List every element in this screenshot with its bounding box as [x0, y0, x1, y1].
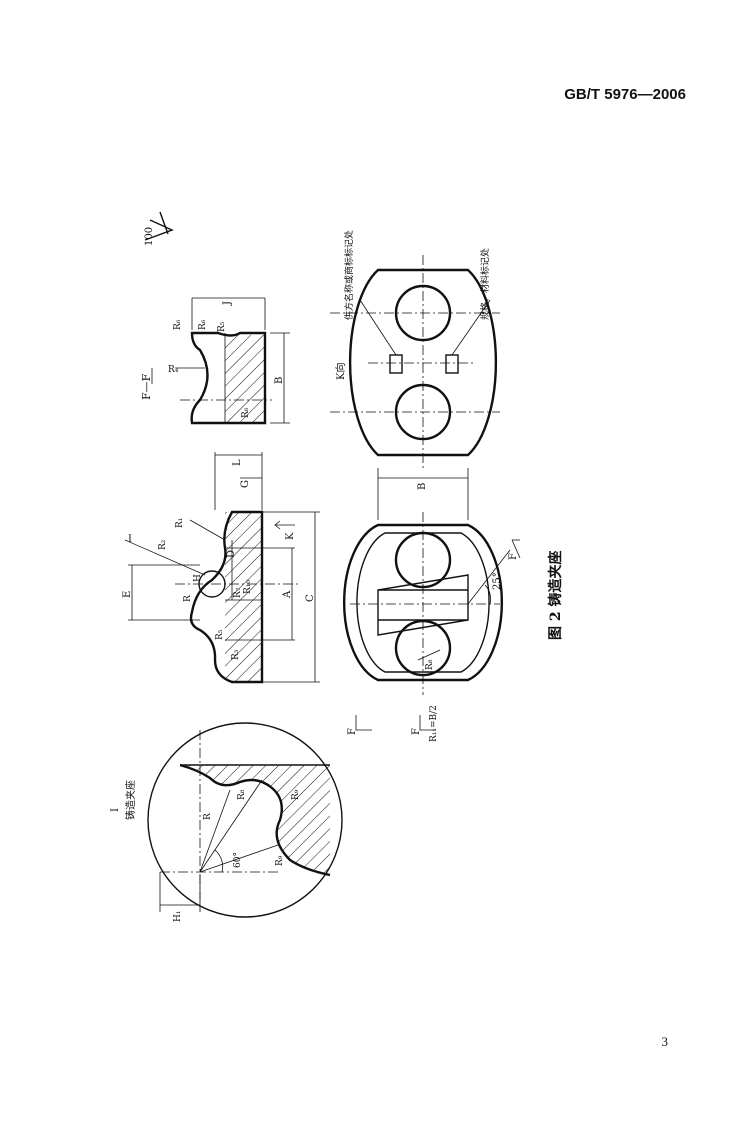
dim-b: B: [274, 377, 285, 384]
mark-box-top: [389, 354, 403, 374]
section-outline: [190, 331, 267, 425]
radius-r: R: [183, 595, 193, 602]
radius-r2: R₂: [158, 539, 168, 550]
radius-r5: R₅: [217, 321, 227, 332]
detail-radius-r9-b: R₉: [275, 855, 285, 866]
detail-radius-r8: R₈: [237, 789, 247, 800]
detail-radius-r: R: [203, 813, 213, 820]
figure-caption: 图 2 铸造夹座: [547, 551, 564, 641]
detail-angle-60: 60°: [233, 852, 243, 868]
roughness-value: 100: [144, 227, 155, 246]
top-inner: [356, 532, 490, 673]
front-outline: [189, 510, 264, 684]
detail-dim-h1: H₁: [173, 911, 183, 922]
section-hatch: [225, 335, 265, 423]
page-number: 3: [661, 1034, 669, 1049]
radius-r6-a: R₆: [198, 319, 208, 330]
section-mark-f-right: F: [508, 553, 519, 560]
dim-c: C: [305, 594, 316, 602]
mark-box-bottom: [445, 354, 459, 374]
k-view-title: K向: [334, 363, 347, 380]
k-view-outline: [348, 268, 498, 457]
section-mark-f-left: F: [347, 728, 358, 735]
angle-25: 25°: [492, 572, 503, 590]
radius-r5: R₅: [215, 629, 225, 640]
dim-h: H: [193, 574, 203, 582]
detail-radius-r9-a: R₉: [291, 789, 301, 800]
radius-r7: R₇: [233, 587, 243, 598]
radius-r3: R₃: [231, 649, 241, 660]
front-hatch: [225, 512, 262, 682]
detail-title: 铸造夹座: [124, 780, 137, 820]
radius-r11-formula: R₁₁=B/2: [429, 705, 439, 742]
dim-d: D: [226, 550, 237, 558]
detail-i-view: I 铸造夹座 R R₈ R₉ R₉ 60° H₁: [110, 722, 343, 922]
view-k-arrow: K: [285, 532, 296, 540]
top-view: B 25° F R₈ F F R₁₁=B/2: [343, 468, 521, 742]
top-outer: [343, 523, 503, 682]
note-supplier-mark: 供方名称或商标标记处: [343, 230, 355, 320]
detail-profile: [179, 763, 331, 877]
front-view: I R₁ R₂ R₇ R R₃ R₅ R₁₀ H E D A C G L K: [122, 452, 320, 684]
detail-callout-i: I: [128, 534, 132, 545]
roughness-symbol: 100: [144, 211, 174, 246]
radius-r4: R₄: [168, 365, 179, 375]
radius-r1: R₁: [175, 518, 185, 528]
radius-r6-b: R₆: [173, 319, 183, 330]
dim-l: L: [232, 459, 243, 466]
dim-b-top: B: [417, 483, 428, 490]
dim-e: E: [122, 591, 133, 598]
radius-r6-c: R₆: [241, 407, 251, 418]
detail-id: I: [110, 808, 121, 812]
dim-a: A: [282, 590, 293, 599]
detail-hatch: [180, 765, 330, 875]
k-direction-view: K向 供方名称或商标标记处 规格、材料标记处: [330, 230, 500, 470]
dim-j: J: [222, 301, 233, 306]
dim-g: G: [240, 480, 251, 488]
radius-r10: R₁₀: [243, 580, 253, 594]
section-title: F—F: [140, 373, 153, 400]
section-f-f-view: F—F J B R₄ R₅ R₆ R₆ R₆: [140, 297, 290, 425]
section-mark-f-center: F: [411, 728, 422, 735]
note-spec-mark: 规格、材料标记处: [479, 248, 491, 320]
detail-boundary-circle: [147, 722, 343, 918]
radius-r8-top: R₈: [425, 659, 435, 670]
standard-number: GB/T 5976—2006: [564, 86, 686, 103]
